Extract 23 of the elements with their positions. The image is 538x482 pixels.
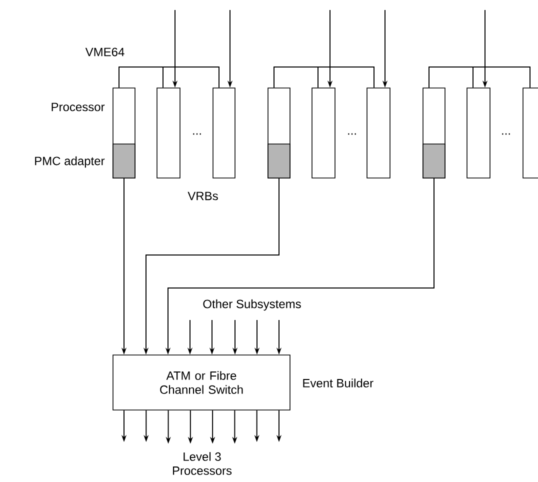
- vrb-board: [522, 88, 538, 178]
- ellipsis: ...: [193, 133, 201, 135]
- label: VRBs: [188, 192, 218, 200]
- vrb-board: [366, 88, 390, 178]
- ellipsis: ...: [502, 133, 510, 135]
- node-caption: Event Builder: [303, 378, 374, 388]
- label: VME64: [85, 48, 124, 56]
- vrb-board: [312, 88, 336, 178]
- vrb-board: [212, 88, 236, 178]
- bus-line: [428, 66, 530, 88]
- node-caption: PMC adapter: [35, 156, 105, 168]
- bus-line: [274, 66, 374, 88]
- ellipsis: ...: [348, 133, 356, 135]
- processor-board: [112, 88, 136, 178]
- processor-board: [422, 88, 446, 178]
- processor-board: [268, 88, 290, 178]
- label: Level 3 Processors: [172, 452, 232, 475]
- label: Other Subsystems: [203, 299, 301, 311]
- switch-box: ATM or Fibre Channel Switch: [112, 354, 290, 410]
- node-caption: Processor: [52, 102, 105, 112]
- vrb-board: [466, 88, 490, 178]
- vrb-board: [156, 88, 180, 178]
- bus-line: [118, 66, 220, 88]
